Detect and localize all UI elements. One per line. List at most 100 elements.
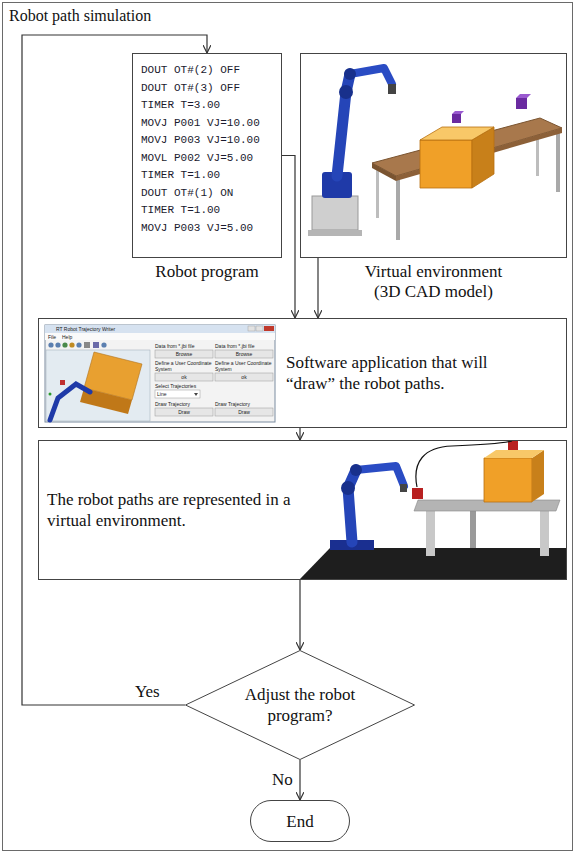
text-area: The robot paths are represented in a vir… [39, 483, 317, 537]
code-line: TIMER T=1.00 [141, 202, 260, 220]
illustration-polygon [516, 94, 531, 98]
purple-cubes [452, 94, 531, 123]
code-line: DOUT OT#(3) OFF [141, 80, 260, 98]
illustration-rect [312, 196, 358, 230]
path-scene [39, 441, 566, 579]
caption-area: Robot program [133, 262, 281, 282]
process-text: Software application that will “draw” th… [286, 352, 531, 394]
illustration-rect [470, 508, 476, 548]
illustration-circle [339, 85, 353, 99]
robot-arm [330, 464, 407, 550]
table [414, 500, 560, 556]
caption-area: Virtual environment (3D CAD model) [301, 262, 566, 302]
text-area: End [274, 805, 325, 838]
robot-path [416, 441, 512, 487]
illustration-rect [45, 333, 275, 340]
illustration-circle [350, 464, 362, 476]
illustration-circle [69, 342, 74, 347]
illustration-rect [400, 484, 407, 492]
illustration-rect [264, 326, 274, 331]
illustration-rect [540, 510, 549, 556]
illustration-rect [452, 114, 461, 123]
process-box: Software application that will “draw” th… [38, 318, 567, 428]
code-line: DOUT OT#(2) OFF [141, 62, 260, 80]
code-line: MOVJ P001 VJ=10.00 [141, 115, 260, 133]
illustration-polygon [372, 163, 396, 181]
toolbar-icons [48, 342, 106, 348]
edge-label: No [270, 770, 295, 790]
orange-box [420, 127, 494, 188]
panel-title: Robot path simulation [9, 7, 151, 25]
diamond-outline [185, 650, 415, 760]
illustration-rect [396, 178, 400, 240]
process-box: The robot paths are represented in a vir… [38, 440, 567, 580]
decision-text: Adjust the robot program? [230, 684, 370, 726]
illustration-rect [84, 342, 90, 348]
flow-arrow [299, 580, 300, 650]
panel-controls [155, 350, 273, 416]
illustration-polyline [356, 466, 404, 486]
illustration-rect [248, 326, 255, 331]
box-caption: Virtual environment (3D CAD model) [356, 262, 511, 302]
robot-arm [308, 68, 396, 236]
illustration-circle [344, 68, 356, 80]
code-line: MOVJ P003 VJ=5.00 [141, 220, 260, 238]
box-caption: Robot program [133, 262, 281, 282]
flow-arrow [317, 258, 318, 318]
illustration-rect [60, 380, 65, 385]
illustration-rect [376, 166, 379, 218]
code-line: DOUT OT#(1) ON [141, 185, 260, 203]
text-area: DOUT OT#(2) OFFDOUT OT#(3) OFFTIMER T=3.… [133, 54, 268, 245]
illustration-rect [308, 230, 362, 236]
illustration-circle [76, 342, 81, 347]
code-line: TIMER T=3.00 [141, 97, 260, 115]
illustration-rect [155, 408, 213, 416]
diamond-shape [186, 651, 415, 760]
illustration-polyline [50, 384, 90, 420]
text-area: Software application that will “draw” th… [39, 346, 541, 400]
text-area: Robot path simulation [3, 3, 157, 29]
illustration-rect [215, 350, 273, 358]
viewport-scene [49, 352, 143, 420]
illustration-rect [426, 510, 435, 556]
code-line: MOVJ P003 VJ=10.00 [141, 132, 260, 150]
illustration-rect [388, 84, 396, 94]
edge-label: Yes [133, 682, 162, 702]
illustration-polygon [532, 450, 544, 502]
flow-arrow [299, 760, 300, 800]
illustration-circle [101, 342, 106, 347]
illustration-rect [155, 390, 200, 398]
flow-arrow [299, 428, 300, 440]
software-screenshot [39, 319, 566, 427]
illustration-rect [46, 350, 150, 421]
illustration-rect [556, 130, 560, 192]
illustration-polyline [350, 68, 392, 84]
end-terminal: End [250, 800, 350, 842]
illustration-circle [62, 342, 67, 347]
illustration-polygon [420, 127, 494, 140]
text-area: Adjust the robot program? [230, 678, 370, 732]
code-line: TIMER T=1.00 [141, 167, 260, 185]
orange-box [484, 450, 544, 502]
illustration-rect [45, 325, 275, 422]
illustration-polygon [484, 450, 544, 458]
illustration-rect [155, 350, 213, 358]
illustration-rect [93, 342, 99, 348]
red-cube [412, 488, 423, 499]
cad-scene [301, 54, 566, 257]
process-text: The robot paths are represented in a vir… [47, 489, 309, 531]
code-line: MOVL P002 VJ=5.00 [141, 150, 260, 168]
illustration-circle [49, 393, 52, 396]
illustration-rect [215, 373, 273, 381]
illustration-circle [55, 342, 60, 347]
illustration-polygon [452, 111, 464, 114]
illustration-polyline [348, 470, 356, 542]
illustration-circle [341, 481, 355, 495]
terminal-text: End [286, 811, 313, 832]
illustration-rect [45, 325, 275, 333]
illustration-rect [516, 98, 527, 109]
red-cube [508, 441, 518, 450]
